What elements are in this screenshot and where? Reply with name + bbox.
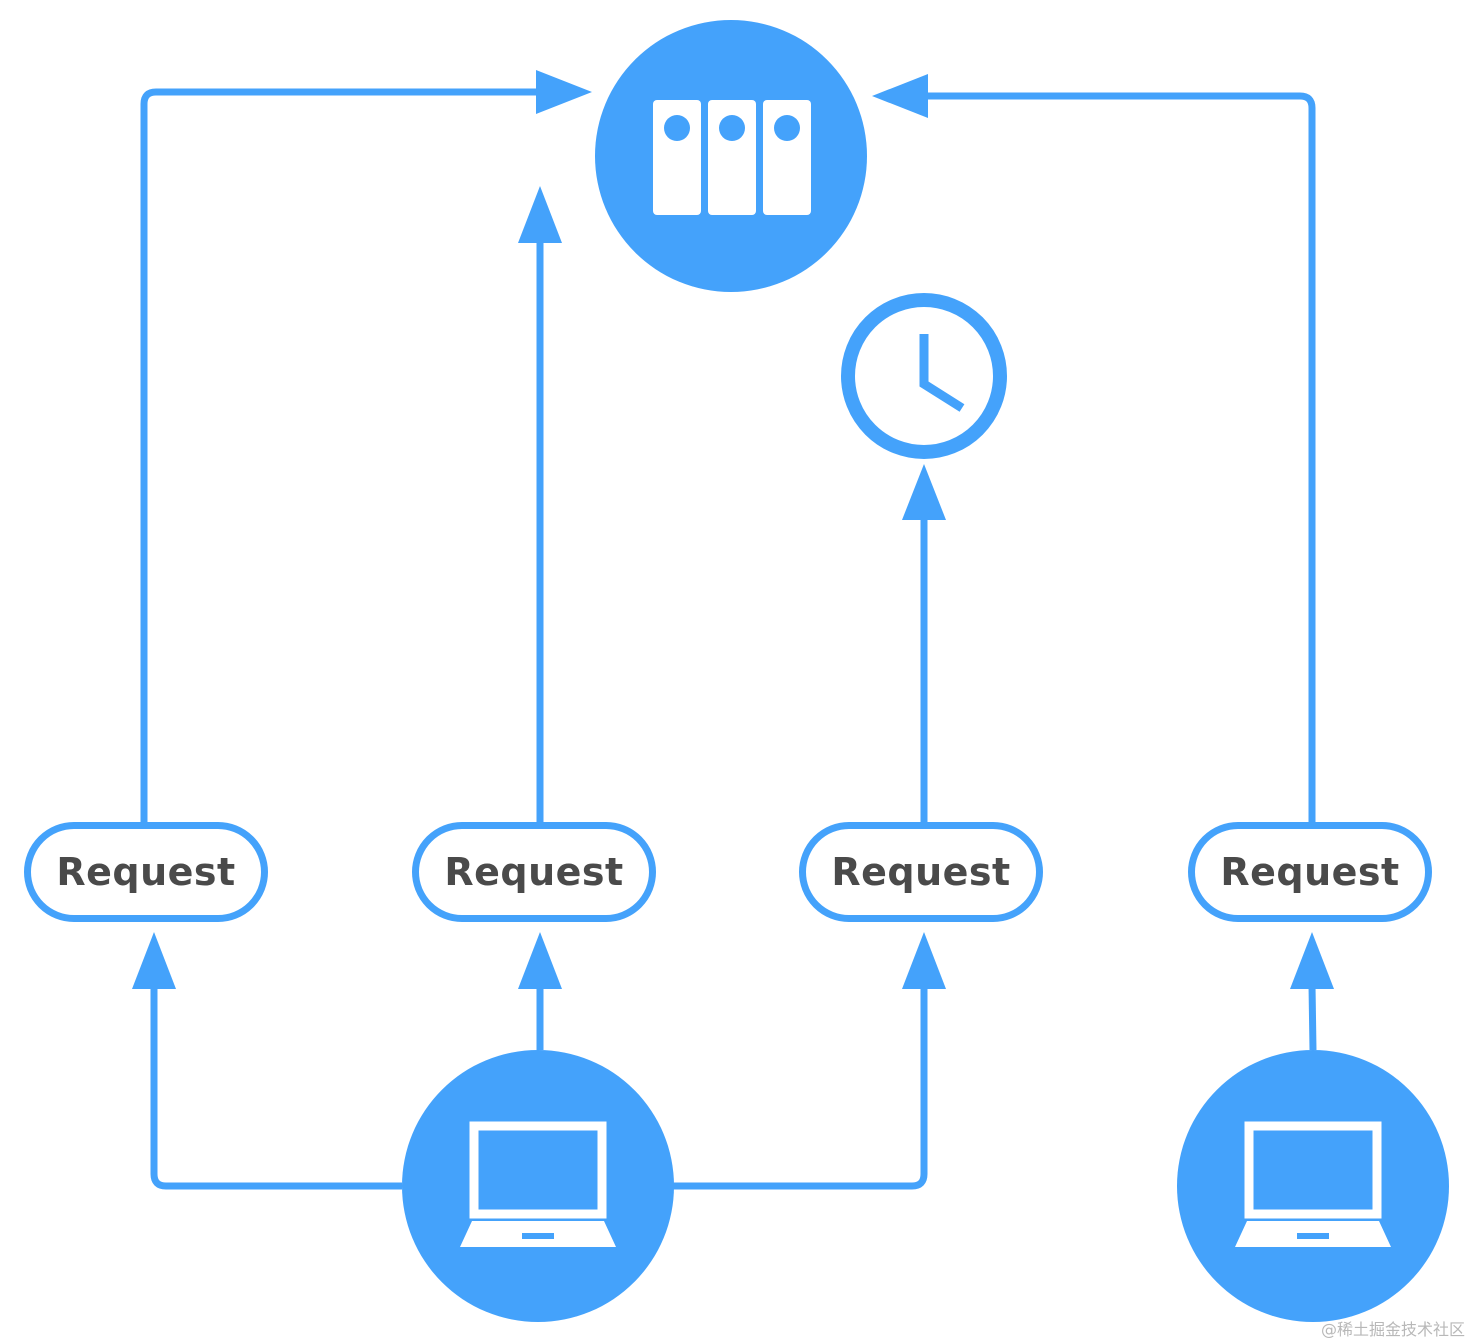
request-box-4: Request (1188, 822, 1432, 922)
connector-client2-to-request4 (1308, 984, 1317, 1051)
connector-client1-to-request1 (150, 985, 402, 1190)
request-label: Request (831, 850, 1011, 894)
arrowhead-into-request1 (132, 932, 176, 989)
request-label: Request (1220, 850, 1400, 894)
clock-icon (919, 334, 965, 412)
laptop-icon (1235, 1121, 1391, 1247)
client-laptop-secondary (1177, 1050, 1449, 1322)
arrowhead-into-server-right (872, 74, 928, 118)
request-box-1: Request (24, 822, 268, 922)
server-node (595, 20, 867, 292)
request-box-3: Request (799, 822, 1043, 922)
arrowhead-into-request4 (1290, 932, 1334, 989)
watermark: @稀土掘金技术社区 (1320, 1320, 1465, 1339)
arrowhead-into-request3 (902, 932, 946, 989)
arrowhead-into-server-bottom (518, 186, 562, 243)
connector-request1-to-server (140, 88, 540, 822)
arrowhead-into-server-left (536, 70, 592, 114)
request-label: Request (444, 850, 624, 894)
server-rack-icon (653, 100, 811, 215)
clock-node (841, 293, 1007, 459)
request-box-2: Request (412, 822, 656, 922)
laptop-icon (460, 1121, 616, 1247)
request-label: Request (56, 850, 236, 894)
arrowhead-into-clock (902, 464, 946, 520)
connector-client1-to-request3 (672, 985, 928, 1190)
arrowhead-into-request2 (518, 932, 562, 989)
client-laptop-primary (402, 1050, 674, 1322)
connector-request4-to-server (924, 92, 1316, 822)
